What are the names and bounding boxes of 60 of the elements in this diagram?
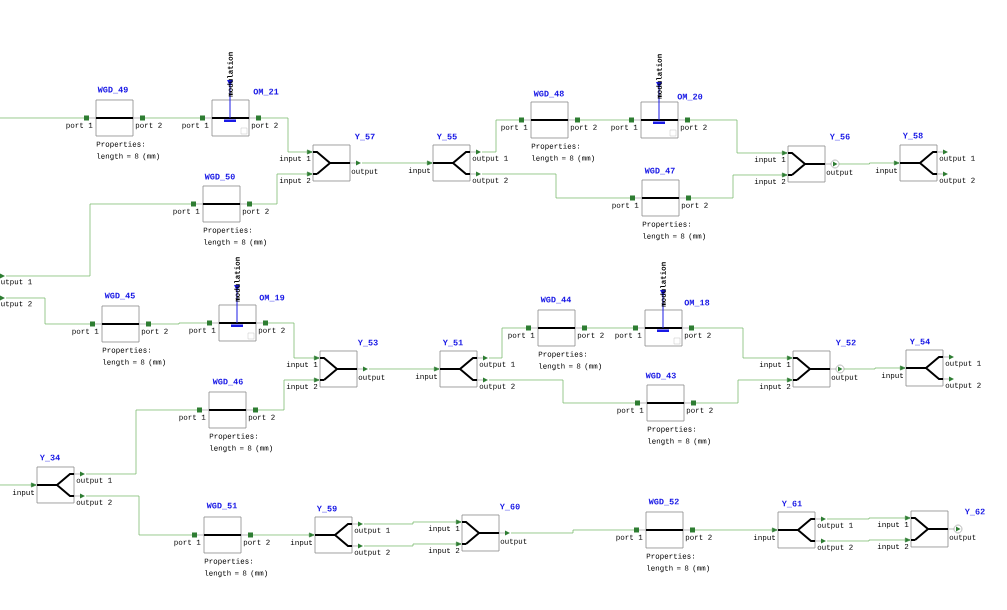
connector xyxy=(361,160,433,166)
component-label: Y_34 xyxy=(39,454,60,462)
connector xyxy=(251,171,313,205)
connector xyxy=(85,495,193,536)
connector xyxy=(481,119,520,153)
component-label: Y_56 xyxy=(829,133,850,141)
connector xyxy=(826,537,911,543)
component-label: Y_61 xyxy=(781,500,802,508)
connector xyxy=(838,160,900,166)
component-label: Y_60 xyxy=(499,503,520,511)
component-label: WGD_46 xyxy=(212,378,243,386)
component-label: Y_55 xyxy=(436,133,457,141)
connector xyxy=(257,377,320,411)
component-label: WGD_43 xyxy=(645,372,676,380)
connector xyxy=(85,409,198,475)
connector xyxy=(0,117,85,119)
connector xyxy=(5,297,91,325)
connector xyxy=(0,482,37,488)
connector xyxy=(586,327,634,329)
component-label: WGD_49 xyxy=(97,86,128,94)
connector xyxy=(150,322,208,325)
connector xyxy=(144,117,201,119)
connector xyxy=(693,327,793,361)
connector xyxy=(363,519,462,525)
component-label: WGD_51 xyxy=(206,502,237,510)
connector xyxy=(488,379,636,404)
connector xyxy=(5,203,192,277)
component-label: WGD_47 xyxy=(644,167,675,175)
connector xyxy=(368,366,440,372)
connector xyxy=(695,377,793,404)
component-label: Y_58 xyxy=(902,132,923,140)
connector xyxy=(488,327,527,359)
component-label: Y_54 xyxy=(909,338,930,346)
connector xyxy=(252,532,315,538)
connector xyxy=(843,365,906,371)
connector xyxy=(579,119,630,121)
component-label: Y_52 xyxy=(835,339,856,347)
connector xyxy=(363,541,462,547)
component-label: Y_59 xyxy=(316,505,337,513)
component-label: WGD_50 xyxy=(204,173,235,181)
connector xyxy=(260,117,313,155)
component-label: WGD_45 xyxy=(104,292,135,300)
component-label: WGD_44 xyxy=(540,296,572,304)
component-label: WGD_52 xyxy=(648,498,679,506)
component-label: Y_51 xyxy=(442,339,463,347)
connector xyxy=(690,172,788,199)
connector xyxy=(689,119,788,156)
connector xyxy=(694,527,778,533)
component-label: OM_21 xyxy=(253,88,279,96)
component-label: Y_62 xyxy=(964,508,985,516)
component-label: Y_53 xyxy=(357,339,378,347)
connector xyxy=(481,173,631,199)
component-label: OM_19 xyxy=(259,294,285,302)
component-label: Y_57 xyxy=(354,133,375,141)
connector xyxy=(826,515,911,521)
connector xyxy=(510,529,635,534)
component-label: OM_18 xyxy=(684,299,710,307)
component-label: WGD_48 xyxy=(533,90,564,98)
component-label: OM_20 xyxy=(677,93,703,101)
connector xyxy=(267,322,320,361)
